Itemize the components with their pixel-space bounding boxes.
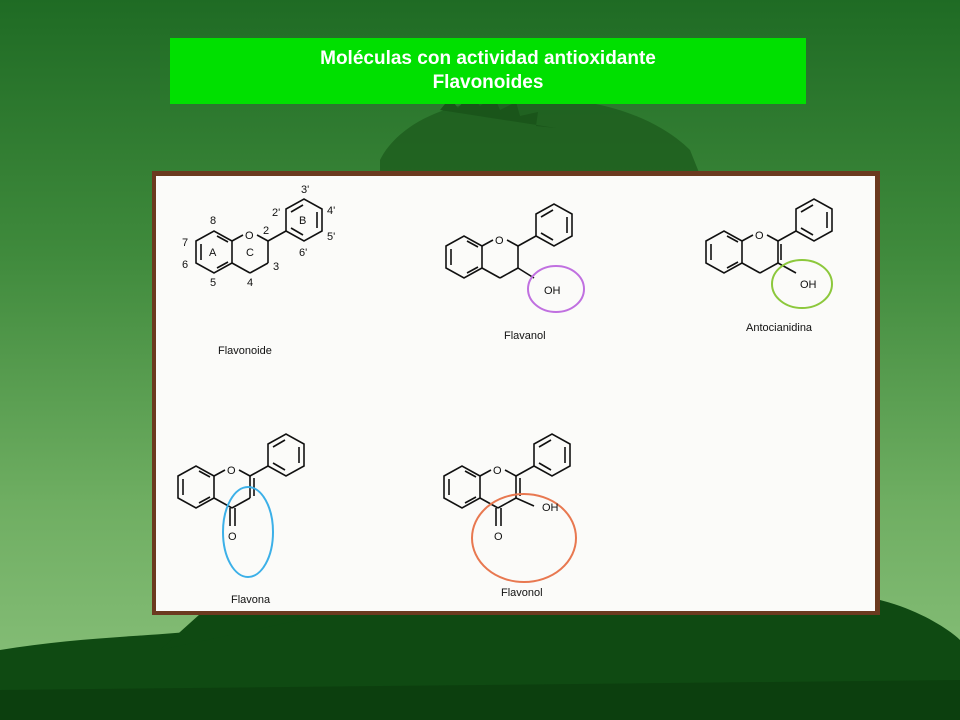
flavonol-caption: Flavonol bbox=[501, 587, 543, 599]
flavonoide-pos-5-prime: 5' bbox=[327, 231, 335, 243]
antocianidina-oh-highlight bbox=[771, 259, 833, 309]
flavona-carbonyl-highlight bbox=[222, 486, 274, 578]
flavonoide-structure bbox=[195, 198, 323, 274]
flavanol-caption: Flavanol bbox=[504, 330, 546, 342]
flavonoide-ring-oxygen: O bbox=[245, 230, 254, 242]
flavonoide-pos-2: 2 bbox=[263, 225, 269, 237]
flavanol-structure bbox=[445, 203, 573, 279]
flavonoide-ring-b: B bbox=[299, 215, 306, 227]
flavonoide-pos-3: 3 bbox=[273, 261, 279, 273]
flavonoide-pos-6: 6 bbox=[182, 259, 188, 271]
title-line-1: Moléculas con actividad antioxidante bbox=[320, 48, 656, 69]
flavonol-carbonyl-highlight bbox=[471, 493, 577, 583]
flavona-carbonyl-oxygen: O bbox=[228, 531, 237, 543]
flavonoide-ring-a: A bbox=[209, 247, 217, 259]
flavonoide-pos-8: 8 bbox=[210, 215, 216, 227]
antocianidina-oh-group: OH bbox=[800, 279, 817, 291]
flavonol-carbonyl-oxygen: O bbox=[494, 531, 503, 543]
flavanol-ring-oxygen: O bbox=[495, 235, 504, 247]
flavonoide-pos-7: 7 bbox=[182, 237, 188, 249]
antocianidina-caption: Antocianidina bbox=[746, 322, 813, 334]
flavonoide-pos-6-prime: 6' bbox=[299, 247, 307, 259]
flavonol-ring-oxygen: O bbox=[493, 465, 502, 477]
flavonoide-pos-2-prime: 2' bbox=[272, 207, 280, 219]
flavanol-oh-group: OH bbox=[544, 285, 561, 297]
flavona-structure bbox=[177, 433, 305, 526]
flavonoide-pos-5: 5 bbox=[210, 277, 216, 289]
flavona-ring-oxygen: O bbox=[227, 465, 236, 477]
flavonoide-pos-3-prime: 3' bbox=[301, 184, 309, 196]
title-banner: Moléculas con actividad antioxidante Fla… bbox=[170, 38, 806, 104]
flavonoid-structures-figure: O A B C 8 7 6 5 4 3 2 2' 3' 4' 5' 6' Fla… bbox=[152, 171, 880, 615]
flavonol-oh-group: OH bbox=[542, 502, 559, 514]
flavonoide-caption: Flavonoide bbox=[218, 345, 272, 357]
flavonoide-pos-4-prime: 4' bbox=[327, 205, 335, 217]
structures-diagram: O A B C 8 7 6 5 4 3 2 2' 3' 4' 5' 6' Fla… bbox=[177, 184, 833, 606]
flavanol-oh-highlight bbox=[527, 265, 585, 313]
flavona-caption: Flavona bbox=[231, 594, 271, 606]
title-line-2: Flavonoides bbox=[432, 72, 544, 93]
flavonoide-pos-4: 4 bbox=[247, 277, 253, 289]
flavonoide-ring-c: C bbox=[246, 247, 254, 259]
antocianidina-ring-oxygen: O bbox=[755, 230, 764, 242]
antocianidina-structure bbox=[705, 198, 833, 274]
